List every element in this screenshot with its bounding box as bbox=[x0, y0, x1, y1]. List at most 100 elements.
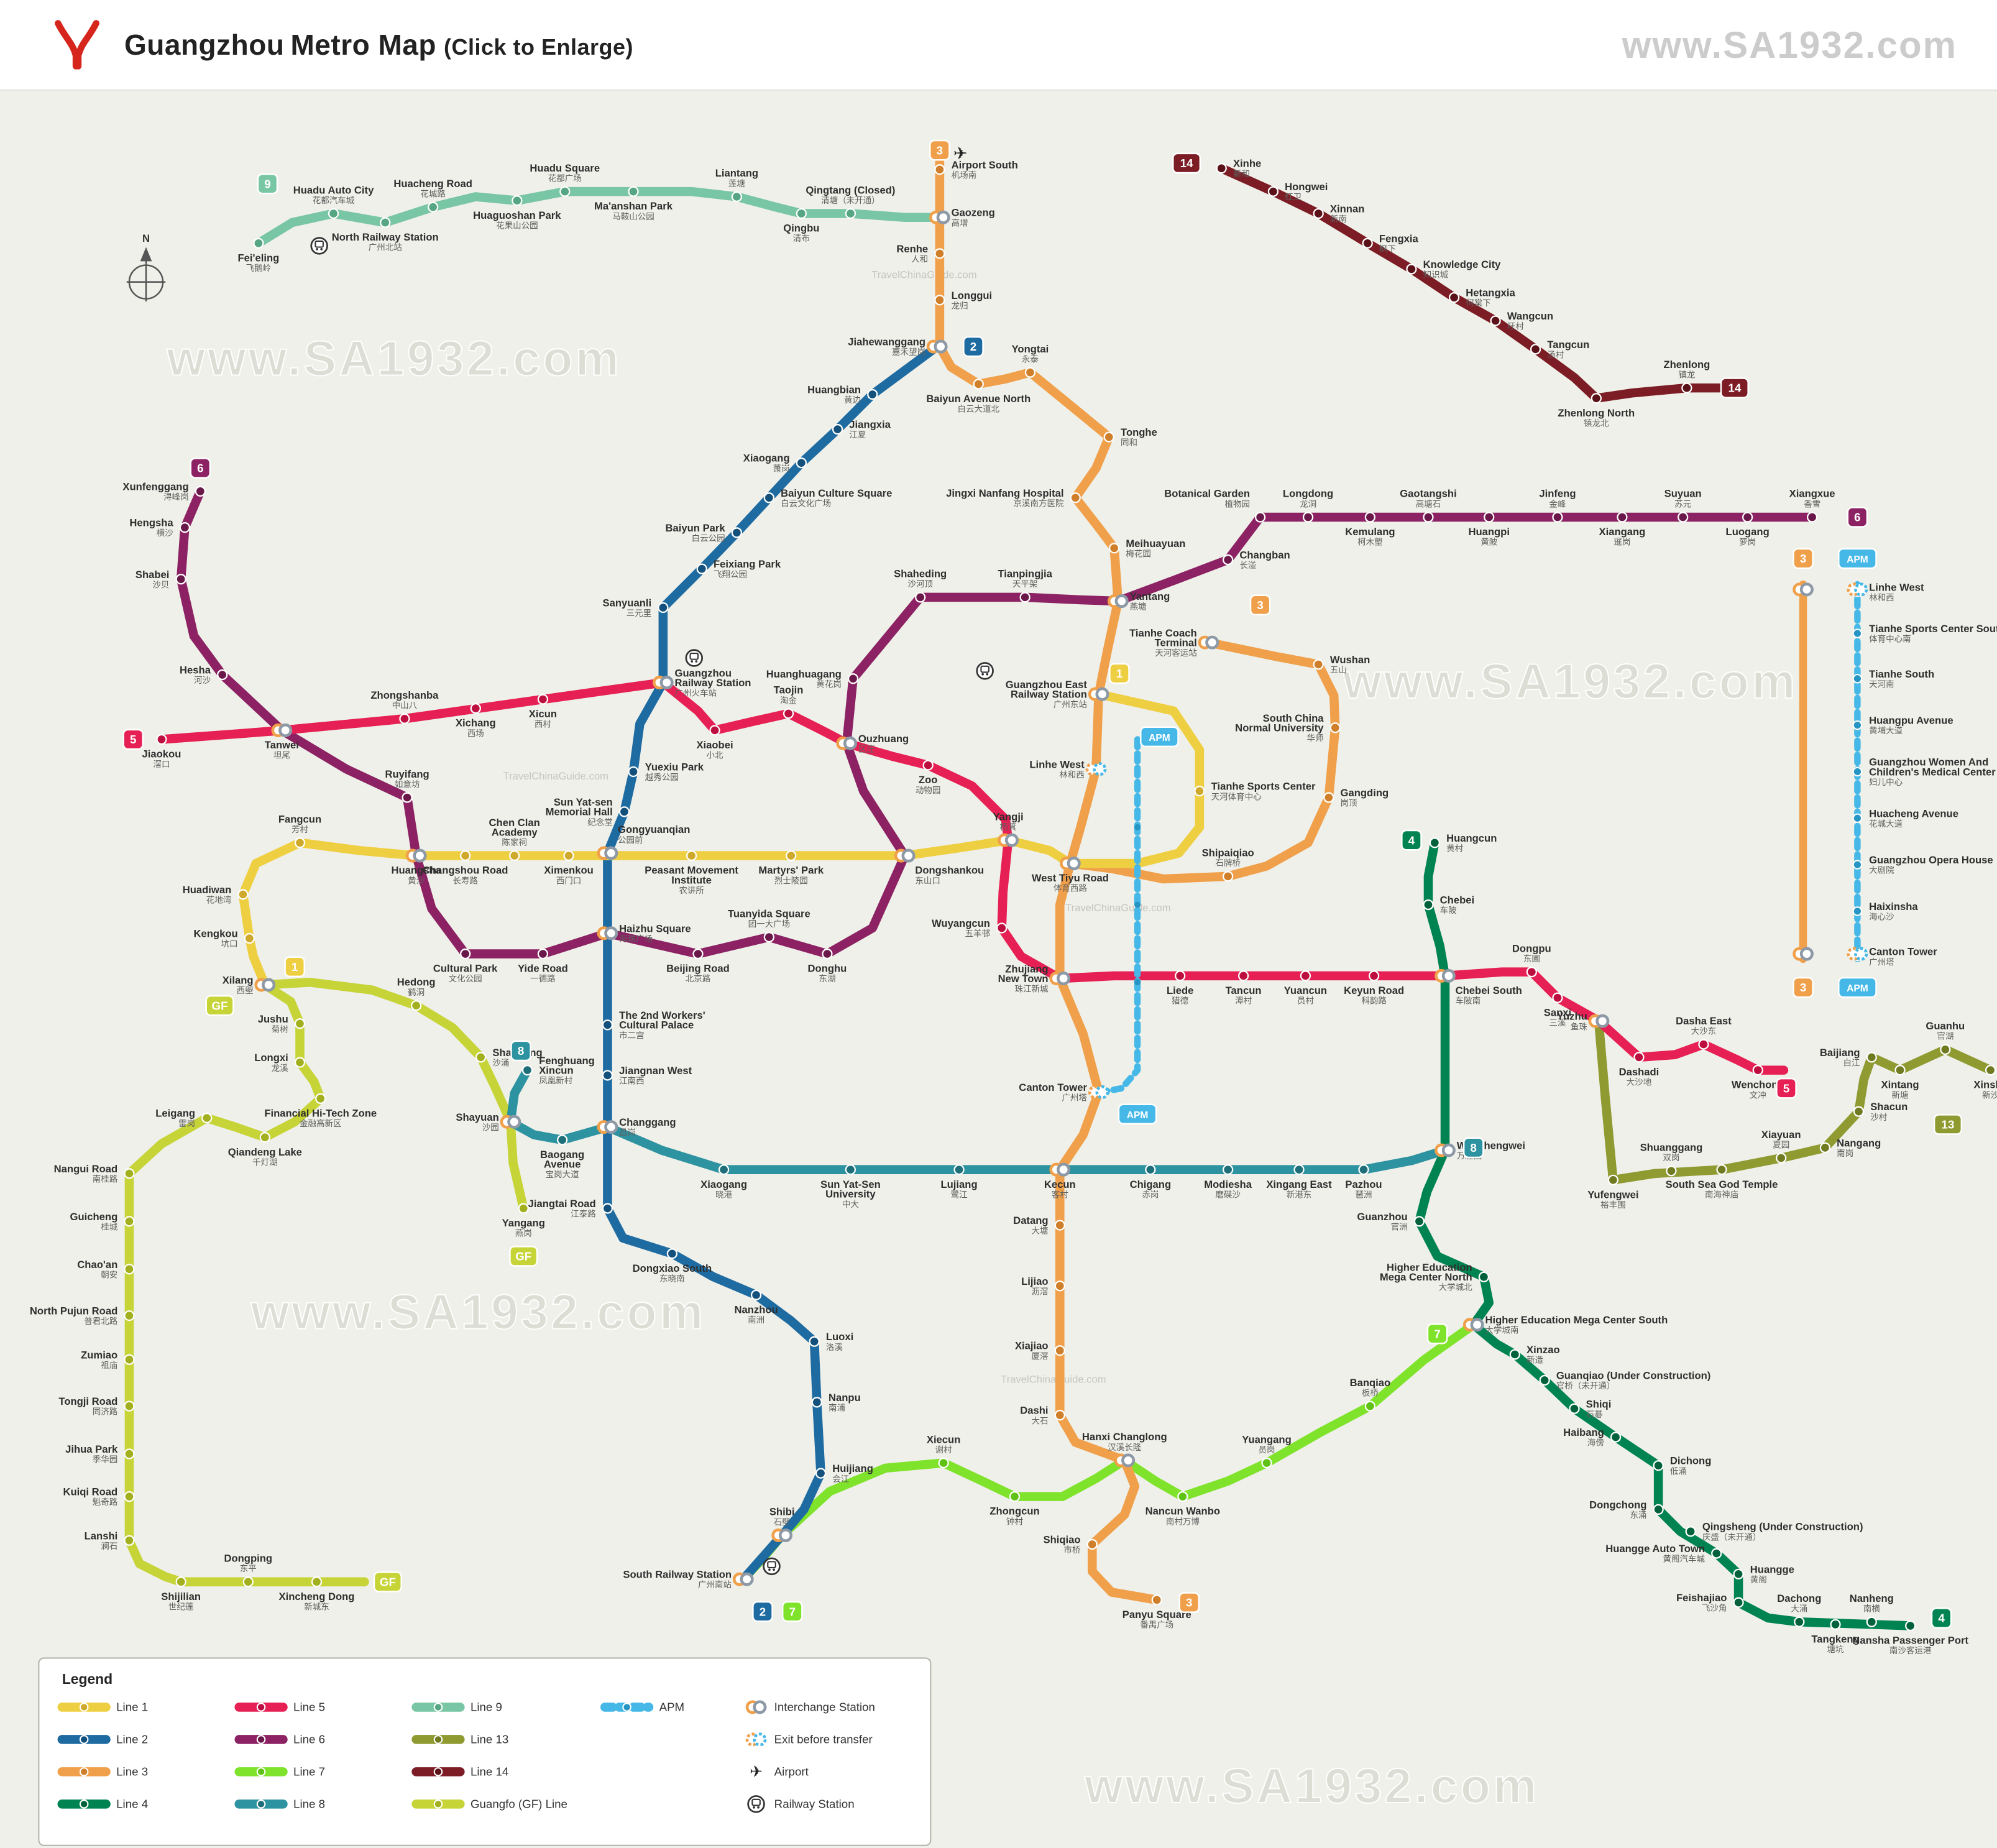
metro-line-line3 bbox=[935, 148, 1340, 1605]
station-dot bbox=[867, 388, 878, 400]
station-label-en: Kecun bbox=[1044, 1179, 1076, 1190]
station-label-en: Tangkeng bbox=[1811, 1633, 1859, 1645]
interchange-icon bbox=[1108, 594, 1129, 609]
station-dot bbox=[1103, 431, 1114, 443]
line-badge-text: 2 bbox=[760, 1605, 766, 1618]
station-label-en: Xinsha bbox=[1973, 1079, 1997, 1091]
station-dot bbox=[686, 850, 697, 862]
station-label-zh: 广州北站 bbox=[369, 243, 402, 252]
station-label-en: Dashadi bbox=[1619, 1066, 1660, 1078]
station-label-en: Changshou Road bbox=[423, 865, 508, 876]
station-label-en: Jiahewanggang bbox=[848, 336, 925, 348]
legend-symbol-exit: Exit before transfer bbox=[745, 1732, 873, 1747]
legend-item-label: APM bbox=[659, 1701, 685, 1714]
legend-item-gf: Guangfo (GF) Line bbox=[411, 1798, 567, 1811]
station-dot bbox=[1490, 315, 1501, 326]
station-label-zh: 莲塘 bbox=[728, 179, 745, 188]
station-label-en: Changgang bbox=[619, 1116, 676, 1128]
station-dot bbox=[1776, 1152, 1787, 1164]
exit-before-transfer-icon bbox=[1085, 762, 1107, 776]
station-label-zh: 小北 bbox=[707, 751, 724, 760]
station-dot bbox=[1302, 512, 1314, 523]
station-dot bbox=[402, 792, 413, 803]
station-label-en: Lujiang bbox=[941, 1179, 978, 1190]
station-label-en: Chebei South bbox=[1456, 985, 1522, 996]
station-dot bbox=[1429, 837, 1440, 848]
apm-mid-dot bbox=[1134, 824, 1141, 830]
station-dot bbox=[175, 574, 186, 585]
map-shape bbox=[124, 978, 528, 1587]
station-label-zh: 机场南 bbox=[952, 170, 977, 180]
station-label-en: Jiangnan West bbox=[619, 1065, 692, 1077]
map-shape bbox=[751, 1798, 761, 1806]
station-label-zh: 新沙 bbox=[1982, 1090, 1997, 1100]
station-label-en: Baogang bbox=[540, 1149, 584, 1161]
station-label-en: Jushu bbox=[258, 1013, 288, 1025]
station-label-zh: 嘉禾望岗 bbox=[892, 347, 925, 357]
station-label-en: Shayuan bbox=[456, 1111, 498, 1123]
station-dot bbox=[124, 1491, 135, 1502]
station-label-en: Tancun bbox=[1226, 985, 1262, 996]
map-shape bbox=[901, 848, 916, 863]
line-badge-text: GF bbox=[515, 1250, 531, 1263]
station-label-zh: 天河体育中心 bbox=[1211, 792, 1262, 801]
station-dot bbox=[973, 379, 984, 390]
station-label-zh: 雷岗 bbox=[178, 1119, 195, 1128]
station-label-zh: 江夏 bbox=[849, 430, 866, 439]
map-decorations: ✈ bbox=[310, 144, 1141, 1576]
station-label-en: Jingxi Nanfang Hospital bbox=[946, 487, 1063, 499]
station-label-en: Botanical Garden bbox=[1164, 488, 1250, 500]
station-dot bbox=[1733, 1597, 1744, 1608]
map-shape bbox=[205, 995, 234, 1016]
station-dot bbox=[1806, 512, 1818, 523]
station-label-en: Feishajiao bbox=[1676, 1592, 1727, 1604]
station-dot bbox=[786, 850, 797, 862]
legend-title: Legend bbox=[62, 1671, 112, 1687]
map-shape bbox=[622, 1703, 631, 1712]
station-dot bbox=[1300, 970, 1311, 981]
station-dot bbox=[156, 733, 167, 745]
station-label-en: Dichong bbox=[1670, 1455, 1712, 1467]
station-label-en: Nansha Passenger Port bbox=[1852, 1635, 1968, 1647]
station-label-en: Huijiang bbox=[832, 1463, 873, 1474]
map-shape bbox=[1140, 726, 1179, 748]
interchange-icon bbox=[1088, 687, 1109, 701]
station-label-en: Dasha East bbox=[1676, 1015, 1732, 1027]
line-badge-line6: 6 bbox=[1847, 507, 1868, 528]
station-label-en: Xicun bbox=[529, 708, 557, 720]
station-label-en: Guanzhou bbox=[1357, 1211, 1407, 1223]
station-dot bbox=[1364, 1400, 1376, 1412]
station-label-zh: 新造 bbox=[1526, 1356, 1544, 1365]
legend-item-apm: APM bbox=[600, 1701, 685, 1714]
station-label-en: Shabei bbox=[135, 569, 170, 581]
station-dot bbox=[124, 1264, 135, 1275]
station-label-en: Kuiqi Road bbox=[63, 1486, 117, 1498]
station-label-zh: 横沙 bbox=[157, 528, 173, 538]
station-label-zh: 一德路 bbox=[530, 974, 556, 983]
map-shape bbox=[753, 1806, 755, 1809]
station-label-en: University bbox=[825, 1188, 876, 1200]
station-label-zh: 马鞍山公园 bbox=[612, 212, 654, 221]
station-label-zh: 京溪南方医院 bbox=[1014, 499, 1065, 508]
interchange-icon bbox=[597, 1120, 618, 1134]
station-dot bbox=[380, 217, 391, 228]
station-label-zh: 大石 bbox=[1032, 1416, 1049, 1425]
station-dot bbox=[1678, 512, 1689, 523]
station-dot bbox=[124, 1310, 135, 1322]
map-shape bbox=[695, 660, 698, 663]
station-label-en: Chebei bbox=[1440, 894, 1474, 906]
station-dot bbox=[1009, 1491, 1021, 1502]
line-badge-gf: GF bbox=[373, 1571, 402, 1593]
station-label-en: Yuexiu Park bbox=[645, 761, 704, 773]
station-label-en: Higher Education bbox=[1387, 1261, 1472, 1273]
map-shape bbox=[738, 1320, 1479, 1584]
map-shape bbox=[753, 1732, 767, 1747]
station-label-zh: 市二宫 bbox=[619, 1030, 645, 1040]
map-shape bbox=[1470, 1318, 1484, 1332]
station-dot bbox=[915, 592, 926, 603]
line-badge-text: 2 bbox=[970, 340, 976, 353]
station-dot bbox=[1794, 1616, 1805, 1627]
